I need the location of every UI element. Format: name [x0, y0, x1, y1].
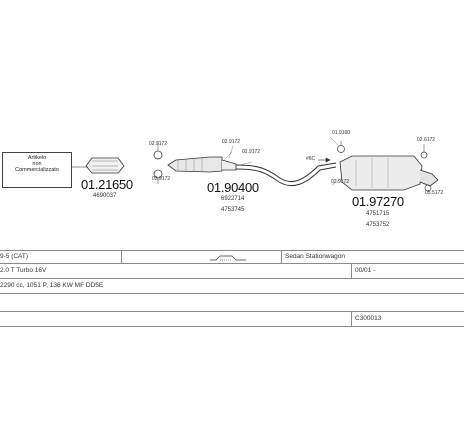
table-rule-2: [0, 263, 464, 264]
table-rule-6: [0, 326, 464, 327]
front-pipe-part: [85, 157, 125, 174]
clamp-label-2: 02.9172: [152, 176, 171, 182]
body-type-cell: Sedan Stationwagon: [285, 253, 345, 260]
table-divider-1: [121, 250, 122, 263]
code-cell: C300013: [355, 315, 382, 322]
engine-type-cell: 9-5 (CAT): [0, 253, 29, 260]
front-pipe-number: 01.21650: [81, 177, 133, 192]
end-marker: [318, 157, 331, 163]
note-line3: Commercializzato: [15, 166, 59, 173]
catalyst-number: 01.90400: [207, 180, 259, 195]
clamp-label-1: 02.9172: [149, 141, 168, 147]
note-line2: non: [32, 160, 42, 167]
table-rule-5: [0, 311, 464, 312]
table-divider-2: [281, 250, 282, 263]
rear-silencer-part: [339, 155, 439, 191]
note-line1: Artikelo: [27, 155, 47, 161]
year-cell: 00/01 -: [355, 267, 376, 274]
table-divider-3: [351, 263, 352, 278]
note-connector: [72, 166, 88, 168]
middle-pipe-part: [235, 162, 337, 186]
hangers: [337, 141, 432, 192]
hanger-label-3: 05.5172: [425, 190, 444, 196]
model-cell: 2.0 T Turbo 16V: [0, 267, 47, 274]
clamp-label-3: 02.9172: [222, 139, 241, 145]
table-divider-4: [351, 311, 352, 326]
rear-silencer-ref-1: 4751715: [366, 211, 390, 217]
table-rule-4: [0, 293, 464, 294]
rear-silencer-number: 01.97270: [352, 194, 404, 209]
end-marker-label: #6C: [306, 156, 316, 162]
hanger-label-1: 01.9160: [332, 130, 351, 136]
catalyst-ref-2: 4753745: [221, 207, 245, 213]
rear-silencer-ref-2: 4753752: [366, 222, 390, 228]
table-rule-1: [0, 250, 464, 251]
spec-cell: 2290 cc, 1051 P, 136 KW MF DD5E: [0, 282, 104, 289]
gasket-label: 02.9172: [242, 149, 261, 155]
exhaust-drawing: [85, 136, 439, 192]
clamp-label-4: 02.9172: [331, 179, 350, 185]
car-body-icon: [210, 255, 246, 261]
front-pipe-ref: 4690037: [93, 193, 117, 199]
leader-lines: [225, 136, 343, 186]
not-available-note: Artikelo non Commercializzato: [2, 152, 72, 188]
clamp-group-front: [153, 141, 163, 184]
hanger-label-2: 02.6172: [417, 137, 436, 143]
table-rule-3: [0, 278, 464, 279]
catalyst-ref-1: 6922714: [221, 196, 245, 202]
catalyst-part: [167, 156, 237, 173]
